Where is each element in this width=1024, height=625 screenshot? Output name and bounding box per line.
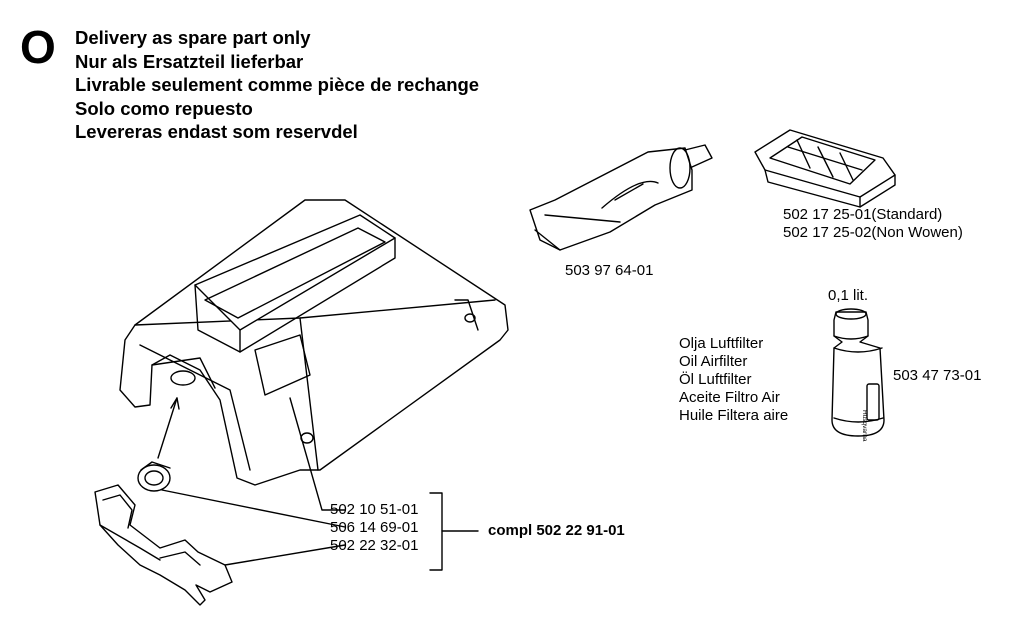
air-filter-drawing (754, 129, 896, 208)
oil-bottle-drawing (831, 308, 885, 437)
oil-name-fr: Huile Filtera aire (679, 407, 789, 424)
air-filter-non-woven: 502 17 25-02(Non Wowen) (783, 224, 963, 241)
note-line-es: Solo como repuesto (75, 97, 253, 119)
note-line-de: Nur als Ersatzteil lieferbar (75, 50, 304, 72)
oil-name-sv: Olja Luftfilter (679, 335, 764, 352)
grommet-part-number: 506 14 69-01 (330, 519, 419, 536)
note-line-sv: Levereras endast som reservdel (75, 121, 358, 142)
cover-part-number: 502 10 51-01 (330, 501, 419, 518)
plate-part-number: 502 22 32-01 (330, 537, 419, 554)
cylinder-cover-drawing (119, 199, 509, 486)
section-letter: O (20, 21, 56, 73)
note-line-en: Delivery as spare part only (75, 27, 311, 48)
gasket-plate-drawing (94, 484, 233, 606)
delivery-note: Delivery as spare part only Nur als Ersa… (75, 26, 479, 144)
air-filter-standard: 502 17 25-01(Standard) (783, 206, 943, 223)
oil-volume: 0,1 lit. (828, 287, 869, 304)
complete-assembly-number: compl 502 22 91-01 (488, 522, 625, 539)
oil-name-en: Oil Airfilter (679, 353, 748, 370)
oil-names: Olja Luftfilter Oil Airfilter Öl Luftfil… (679, 335, 788, 425)
note-line-fr: Livrable seulement comme pièce de rechan… (75, 74, 480, 95)
oil-part-number: 503 47 73-01 (893, 367, 982, 384)
grease-tube-drawing (529, 144, 713, 251)
leader-lines (161, 397, 479, 571)
bottle-brand-text: Husqvarna (861, 410, 868, 442)
air-filter-part-numbers: 502 17 25-01(Standard) 502 17 25-02(Non … (783, 206, 963, 242)
grease-tube-part-number: 503 97 64-01 (565, 262, 654, 279)
grommet-drawing (137, 461, 171, 492)
oil-name-es: Aceite Filtro Air (679, 389, 780, 406)
oil-name-de: Öl Luftfilter (679, 371, 752, 388)
